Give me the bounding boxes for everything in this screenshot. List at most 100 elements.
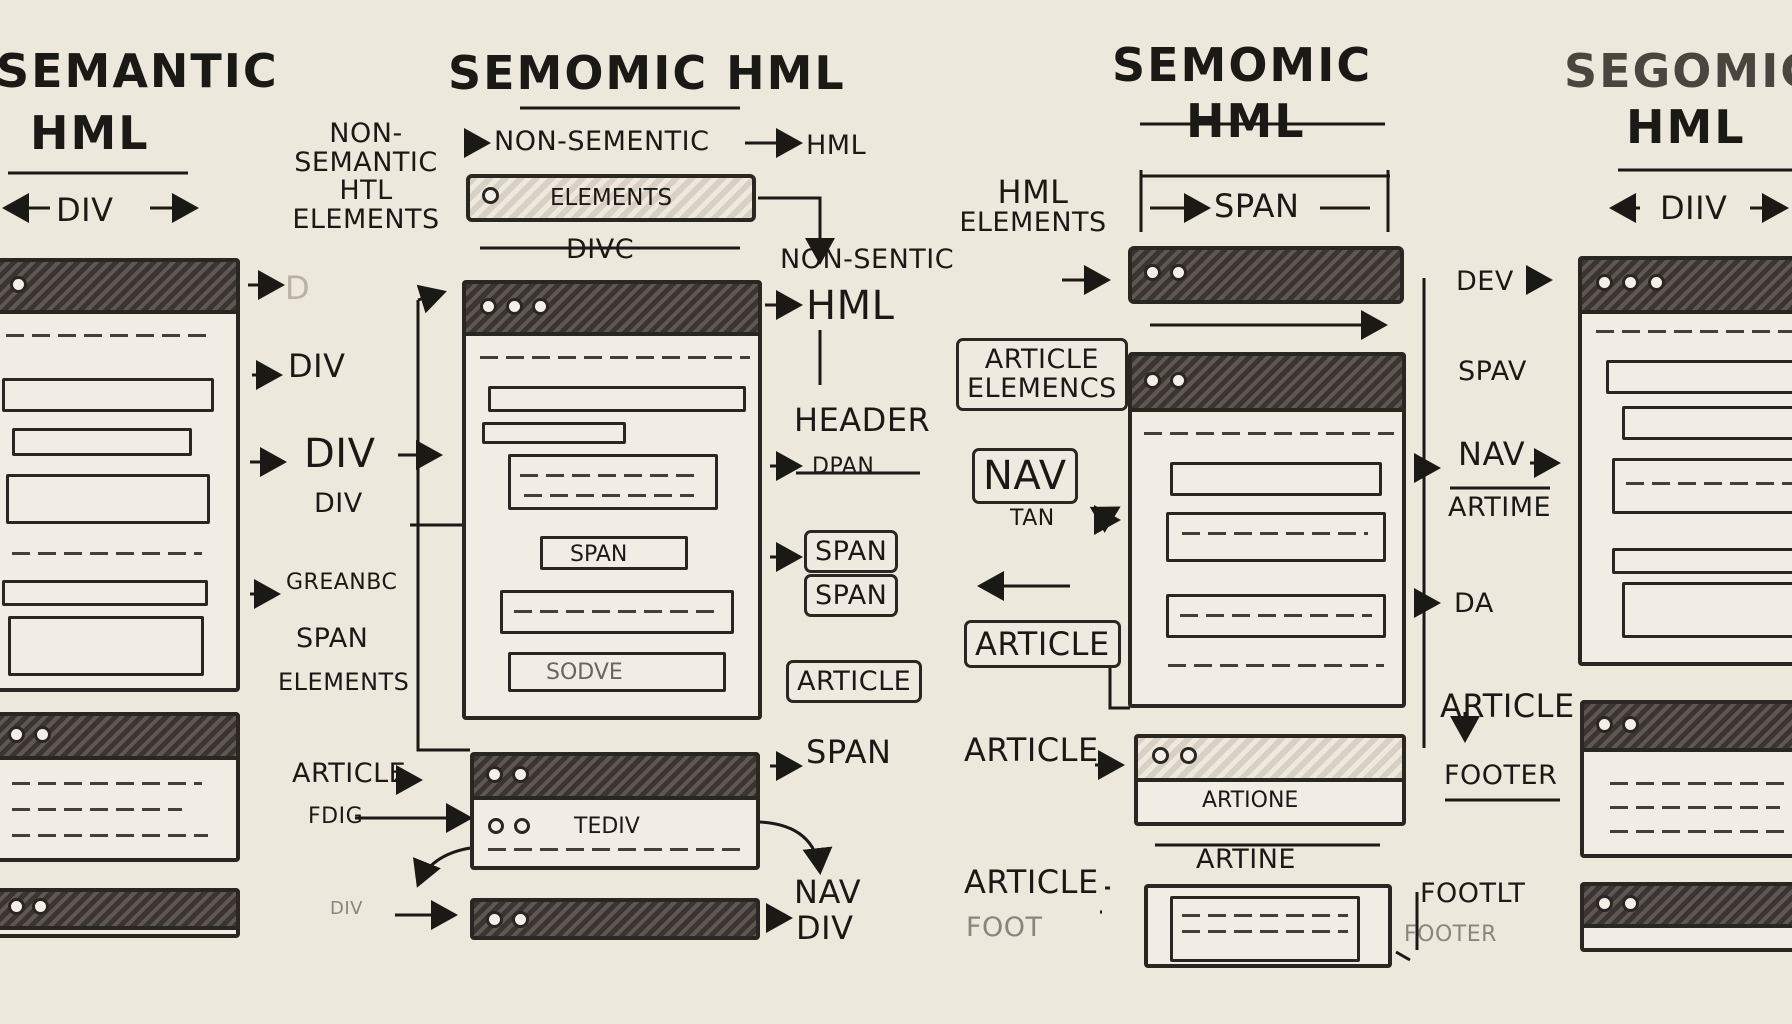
content-block: [12, 428, 192, 456]
article-label-4: ARTICLE: [964, 731, 1099, 769]
window-dot-icon: [1596, 274, 1613, 291]
non-semantic-elements-label: NON- SEMANTIC HTL ELEMENTS: [286, 119, 446, 234]
text-line: [12, 834, 208, 837]
footer-label-1: FOOTER: [1444, 760, 1558, 791]
window-dot-icon: [32, 898, 49, 915]
label-line: ELEMENTS: [959, 207, 1107, 239]
text-line: [1182, 930, 1348, 933]
window-far-right-bottom: [1580, 882, 1792, 952]
text-line: [1610, 830, 1792, 833]
window-center-bottom: [1144, 884, 1392, 968]
window-far-right-top: [1578, 256, 1792, 666]
text-line: [480, 356, 750, 359]
content-block: [508, 454, 718, 510]
arrow-nav-2: [1089, 506, 1121, 533]
center-top-bar: [1128, 246, 1404, 304]
spav-label: SPAV: [1458, 356, 1527, 387]
span-box-1: SPAN: [804, 530, 899, 573]
window-dot-icon: [34, 726, 51, 743]
header-label: HEADER: [794, 401, 931, 439]
window-dot-icon: [486, 766, 503, 783]
window-dot-icon: [1170, 264, 1187, 281]
curve-nav: [759, 820, 833, 875]
article-label-1: ARTICLE: [292, 758, 407, 789]
text-line: [1596, 330, 1792, 333]
divc-label: DIVC: [566, 234, 635, 265]
window-far-left-bottom: [0, 888, 240, 938]
artione-label: ARTIONE: [1202, 788, 1299, 813]
text-line: [1610, 782, 1792, 785]
window-title-bar: [474, 902, 756, 936]
span-label-3: SPAN: [806, 733, 892, 771]
window-dot-icon: [1180, 747, 1197, 764]
content-block: [1622, 582, 1792, 638]
tediv-label: TEDIV: [574, 814, 640, 839]
window-left-bottom: [470, 898, 760, 940]
diiv-label: DIIV: [1660, 189, 1728, 227]
content-block: [6, 474, 210, 524]
article-label-6: ARTICLE: [1440, 687, 1575, 725]
window-left-main: SPAN SODVE: [462, 280, 762, 720]
text-line: [514, 610, 718, 613]
faint-foot-label: FOOT: [966, 912, 1043, 943]
article-label-5: ARTICLE: [964, 863, 1099, 901]
text-line: [524, 494, 694, 497]
div-label-1: DIV: [56, 191, 114, 229]
div-label-2: DIV: [288, 347, 346, 385]
nav-label-1: NAV: [794, 873, 862, 911]
article-elemencs-box: ARTICLE ELEMENCS: [956, 338, 1128, 412]
hml-label-1: HML: [806, 130, 867, 161]
span-top-label: SPAN: [1214, 187, 1300, 225]
artime-label: ARTIME: [1448, 492, 1552, 523]
text-line: [12, 552, 202, 555]
window-title-bar: [0, 716, 236, 760]
div-label-3: DIV: [304, 431, 376, 477]
content-block: [1606, 360, 1792, 394]
elements-connector: [758, 196, 835, 265]
window-title-bar: [1138, 738, 1402, 782]
sodve-label: SODVE: [546, 660, 623, 685]
window-title-bar: [0, 262, 236, 314]
window-dot-icon: [1170, 372, 1187, 389]
non-sementic-label: NON-SEMENTIC: [494, 126, 710, 157]
small-faint-label: DIV: [330, 898, 363, 919]
hml-elements-label: HML ELEMENTS: [958, 175, 1108, 239]
content-block: [1612, 548, 1792, 574]
window-center-artione: ARTIONE: [1134, 734, 1406, 826]
text-line: [1180, 614, 1372, 617]
content-block: [2, 580, 208, 606]
window-center-main: [1128, 352, 1406, 708]
content-block: [482, 422, 626, 444]
text-line: [6, 334, 206, 337]
window-dot-icon: [512, 911, 529, 928]
window-dot-icon: [1152, 747, 1169, 764]
window-dot-icon: [506, 298, 523, 315]
span-block: [540, 536, 688, 570]
label-line: SEMANTIC: [294, 146, 438, 178]
label-line: ELEMENCS: [967, 372, 1117, 404]
text-line: [1182, 914, 1348, 917]
hml-label-2: HML: [806, 283, 895, 329]
far-right-title-line-2: HML: [1626, 100, 1746, 154]
window-dot-icon: [480, 298, 497, 315]
content-block: [1612, 458, 1792, 514]
window-title-bar: [1132, 356, 1402, 412]
window-dot-icon: [1622, 274, 1639, 291]
content-block: [488, 386, 746, 412]
div-label-4: DIV: [314, 488, 363, 519]
window-dot-icon: [1648, 274, 1665, 291]
content-block: [8, 616, 204, 676]
footlt-tick: [1395, 950, 1411, 962]
far-left-title-line-2: HML: [30, 106, 150, 160]
window-far-right-mid: [1580, 700, 1792, 858]
label-line: HTL: [339, 175, 393, 207]
curve-left-bottom: [413, 846, 471, 888]
nav-label-3: NAV: [1458, 435, 1526, 473]
footer-faint-label: FOOTER: [1404, 922, 1497, 947]
window-dot-icon: [532, 298, 549, 315]
footlt-label: FOOTLT: [1420, 878, 1526, 909]
span-elements-line-2: ELEMENTS: [278, 668, 410, 696]
span-box-2: SPAN: [804, 574, 899, 617]
dpan-label: DPAN: [812, 454, 875, 479]
